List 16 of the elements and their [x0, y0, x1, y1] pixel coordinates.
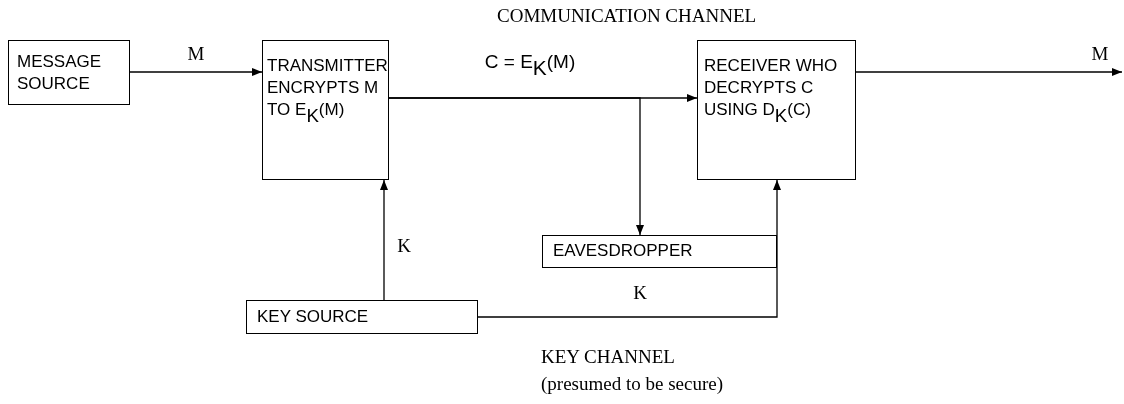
arrow [380, 179, 388, 301]
process-box [262, 40, 389, 180]
process-box [542, 235, 777, 268]
channel-note: COMMUNICATION CHANNEL [497, 5, 757, 27]
process-box [246, 300, 478, 334]
box-text: KEY SOURCE [257, 306, 370, 328]
box-text: MESSAGE SOURCE [17, 51, 103, 96]
channel-note: KEY CHANNEL [541, 346, 675, 368]
arrow [129, 68, 263, 76]
process-box [8, 40, 130, 105]
channel-note: (presumed to be secure) [541, 373, 723, 395]
arrow [477, 179, 781, 318]
process-box [697, 40, 856, 180]
box-text: EAVESDROPPER [553, 240, 694, 262]
arrow [388, 97, 644, 236]
arrow [855, 68, 1123, 76]
